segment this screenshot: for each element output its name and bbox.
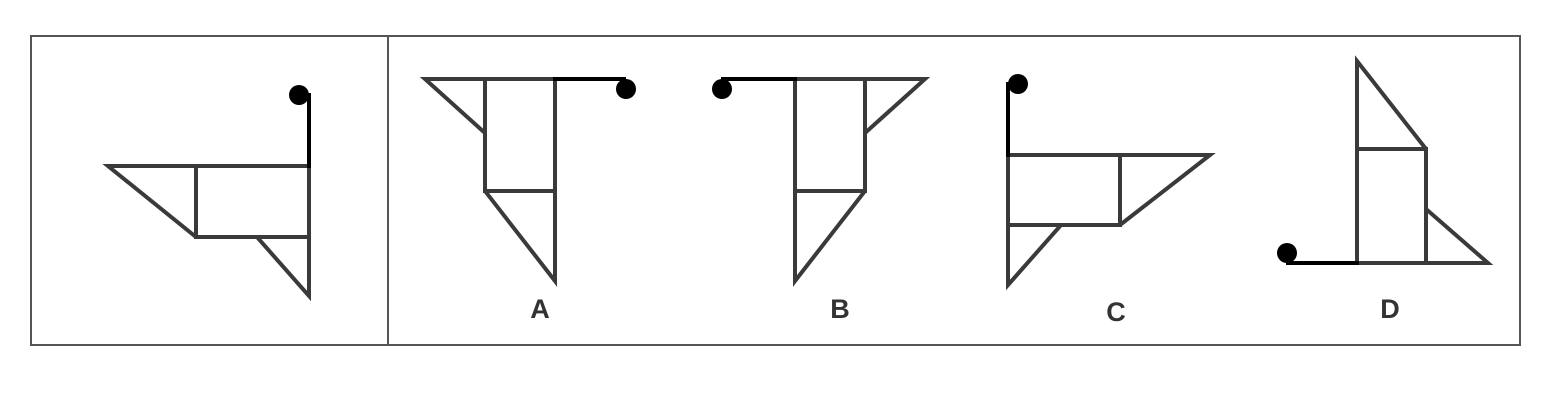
option-a-inner-lines xyxy=(483,77,557,193)
option-a-knob xyxy=(616,79,636,99)
option-c-label: C xyxy=(1106,297,1126,327)
option-a[interactable]: A xyxy=(419,77,636,324)
option-d[interactable]: D xyxy=(1277,55,1494,324)
option-a-outline xyxy=(419,77,557,287)
question-figure xyxy=(102,85,311,302)
question-figure-inner-lines xyxy=(194,164,311,239)
option-a-label: A xyxy=(530,294,550,324)
option-b-knob xyxy=(712,79,732,99)
options-panel xyxy=(387,35,1521,346)
option-b[interactable]: B xyxy=(712,77,931,324)
option-b-outline xyxy=(793,77,931,287)
question-figure-outline xyxy=(102,164,311,302)
option-d-label: D xyxy=(1380,294,1400,324)
option-d-inner-lines xyxy=(1355,147,1428,265)
question-panel xyxy=(30,35,389,346)
option-b-inner-lines xyxy=(793,77,867,193)
option-d-outline xyxy=(1355,55,1494,265)
option-c[interactable]: C xyxy=(1006,74,1216,327)
option-c-outline xyxy=(1006,153,1216,291)
option-b-label: B xyxy=(830,294,850,324)
option-d-knob xyxy=(1277,243,1297,263)
question-figure-knob xyxy=(289,85,309,105)
option-c-knob xyxy=(1008,74,1028,94)
option-c-inner-lines xyxy=(1006,153,1122,227)
